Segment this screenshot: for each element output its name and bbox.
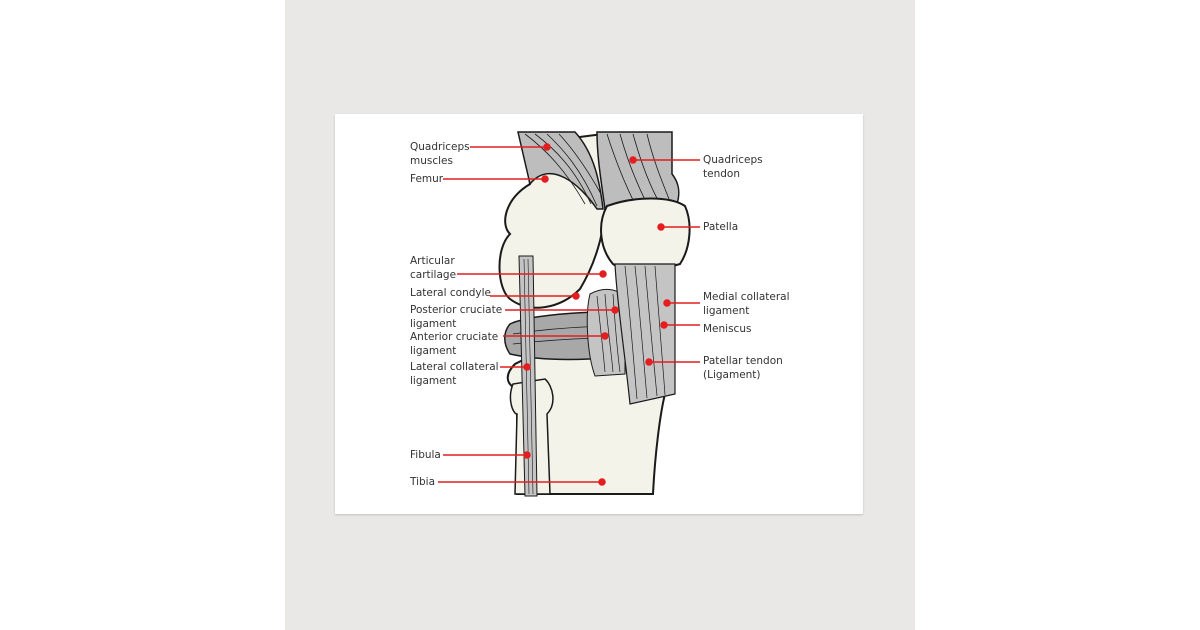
label-line: ligament [703,304,750,317]
label-line: Posterior cruciate [410,304,503,316]
label-line: tendon [703,167,740,180]
label-patellar-tendon: Patellar tendon(Ligament) [703,355,783,382]
label-line: Lateral condyle [410,287,491,299]
patellar-tendon-shape [614,263,676,405]
label-line: ligament [410,374,457,387]
label-line: ligament [410,317,457,330]
label-line: Femur [410,173,444,185]
label-line: Quadriceps [703,154,763,166]
label-tibia: Tibia [410,476,435,490]
label-line: Meniscus [703,323,752,335]
label-line: Anterior cruciate [410,331,499,343]
label-meniscus: Meniscus [703,323,751,337]
quadriceps-shape [517,131,604,210]
quadriceps-tendon-shape [596,131,680,210]
label-line: Patella [703,221,739,233]
label-line: muscles [410,154,453,167]
label-femur: Femur [410,173,443,187]
lateral-collateral-ligament-shape [518,255,538,497]
label-lateral-condyle: Lateral condyle [410,287,491,301]
label-line: Medial collateral [703,291,790,303]
label-line: Patellar tendon [703,355,783,367]
label-line: Articular [410,255,455,267]
label-line: (Ligament) [703,368,761,381]
label-line: Quadriceps [410,141,470,153]
label-line: ligament [410,344,457,357]
label-line: Lateral collateral [410,361,499,373]
patella-shape [600,197,691,272]
label-fibula: Fibula [410,449,441,463]
knee-anatomy-diagram [438,131,700,497]
label-patella: Patella [703,221,738,235]
label-line: Tibia [410,476,436,488]
label-line: Fibula [410,449,441,461]
label-line: cartilage [410,268,457,281]
